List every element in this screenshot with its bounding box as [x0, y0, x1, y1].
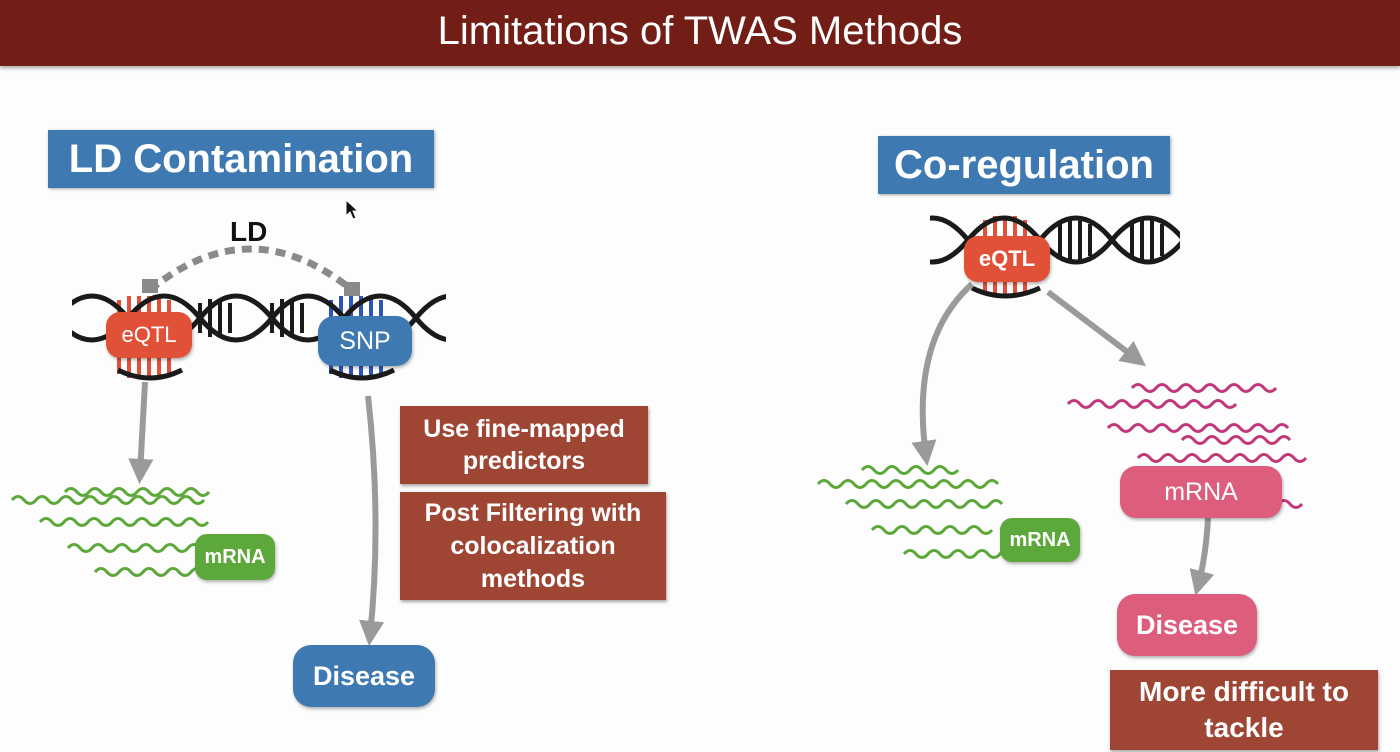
eqtl-to-pink-mrna-arrow: [1046, 289, 1147, 367]
snp-to-disease-arrow: [359, 395, 385, 647]
right-disease-pill: Disease: [1117, 594, 1257, 656]
page-title: Limitations of TWAS Methods: [437, 9, 963, 53]
ld-arc: [142, 245, 360, 296]
ld-label: LD: [230, 216, 268, 247]
right-dna-helix: [930, 215, 1180, 299]
mrna-to-disease-arrow: [1189, 517, 1215, 596]
note-fine-mapped: Use fine-mapped predictors: [400, 406, 648, 484]
snp-pill: SNP: [318, 316, 412, 366]
left-mrna-pill: mRNA: [195, 534, 275, 580]
right-pink-mrna-pill: mRNA: [1120, 466, 1282, 518]
note-more-difficult: More difficult to tackle: [1110, 670, 1378, 750]
co-regulation-title: Co-regulation: [878, 136, 1170, 194]
eqtl-to-mrna-arrow: [128, 381, 154, 485]
left-disease-pill: Disease: [293, 645, 435, 707]
eqtl-to-green-mrna-arrow: [911, 281, 975, 466]
left-mrna-strands: [10, 487, 214, 577]
right-green-mrna-strands: [816, 465, 1014, 559]
left-eqtl-pill: eQTL: [106, 312, 192, 358]
note-post-filtering: Post Filtering with colocalization metho…: [400, 492, 666, 600]
header-bar: Limitations of TWAS Methods: [0, 0, 1400, 66]
ld-contamination-title: LD Contamination: [48, 130, 434, 188]
mouse-cursor-icon: [345, 198, 360, 220]
right-eqtl-pill: eQTL: [964, 236, 1050, 282]
right-green-mrna-pill: mRNA: [1000, 518, 1080, 562]
